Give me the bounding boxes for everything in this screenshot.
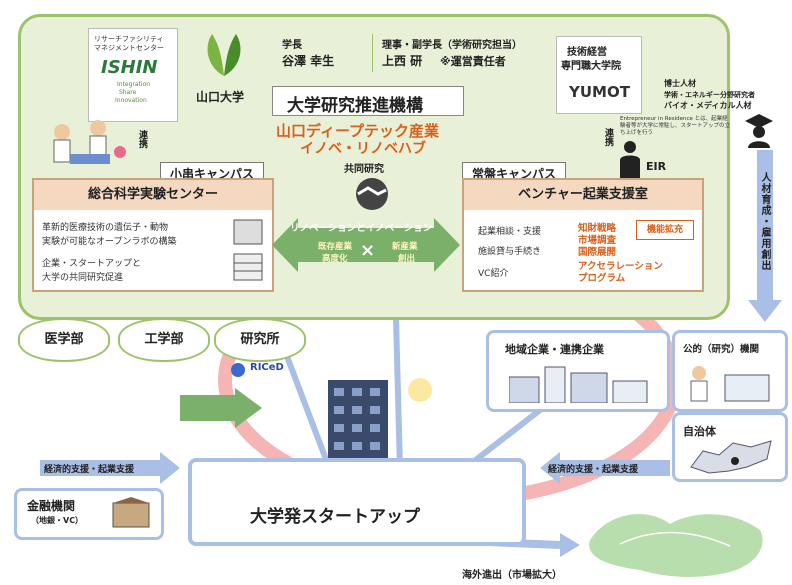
public-title: 公的（研究）機関 <box>683 344 760 355</box>
factory-icon <box>509 366 648 403</box>
ishin-title-1: リサーチファシリティ <box>94 35 164 43</box>
divider <box>372 34 373 72</box>
ishin-sub-2: Share <box>119 89 137 96</box>
eir-label: EIR <box>646 160 667 173</box>
mot-card: 技術経営 専門職大学院 YUMOT <box>556 36 642 114</box>
president-role: 学長 <box>282 40 302 51</box>
local-title: 地域企業・連携企業 <box>505 343 604 356</box>
lab-desc-1: 革新的医療技術の遺伝子・動物 <box>42 223 169 233</box>
center-title: リノベーションとイノベーション <box>290 223 433 234</box>
lab-scientists-icon <box>53 120 126 164</box>
venture-orange-2: 市場調査 <box>578 235 617 246</box>
ishin-title-2: マネジメントセンター <box>94 44 164 52</box>
renkei-right: 連携 <box>603 128 613 146</box>
center-right-2: 創出 <box>398 254 416 264</box>
public-institutions-box: 公的（研究）機関 <box>672 330 788 412</box>
arrow-overseas-head <box>560 533 580 557</box>
org-sub1: 山口ディープテック産業 <box>276 122 440 140</box>
municipal-title: 自治体 <box>683 425 716 438</box>
university-logo-icon <box>207 34 241 76</box>
lab-desc-3: 企業・スタートアップと <box>42 259 142 269</box>
sparkle-icon <box>408 378 432 402</box>
lab-title: 総合科学実験センター <box>34 180 272 210</box>
venture-item-2: 施設貸与手続き <box>478 247 542 257</box>
world-map-icon <box>589 514 763 577</box>
venture-orange-1: 知財戦略 <box>578 223 617 234</box>
eir-person-icon <box>620 141 640 180</box>
map-icon <box>690 440 772 474</box>
riced-label: RICeD <box>250 362 284 373</box>
faculty-arrow <box>180 388 262 428</box>
venture-support-box: ベンチャー起業支援室 起業相談・支援 施設貸与手続き VC紹介 知財戦略 市場調… <box>462 178 704 292</box>
org-sub2: イノベ・リノベハブ <box>300 141 426 157</box>
hr-line1: 博士人材 <box>664 79 696 88</box>
eir-desc-text: Entrepreneur in Residence とは、起業経験者等が大学に常… <box>620 116 731 136</box>
ishin-sub-3: Innovation <box>115 97 147 104</box>
venture-item-3: VC紹介 <box>478 269 509 279</box>
center-left-1: 既存産業 <box>318 242 353 252</box>
support-left-label: 経済的支援・起業支援 <box>44 465 135 475</box>
renkei-left: 連携 <box>137 130 147 148</box>
ishin-logo: ISHIN <box>101 57 158 78</box>
startup-title: 大学発スタートアップ <box>250 507 420 527</box>
vice-role: 理事・副学長（学術研究担当） <box>382 40 522 51</box>
org-title: 大学研究推進機構 <box>287 96 423 116</box>
overseas-label: 海外進出（市場拡大） <box>462 570 562 581</box>
hr-line2: 学術・エネルギー分野研究者 <box>664 91 755 99</box>
bank-icon <box>112 497 150 528</box>
venture-title: ベンチャー起業支援室 <box>464 180 702 210</box>
arrow-hr-head <box>748 300 782 322</box>
venture-orange-4: アクセラレーション <box>578 261 663 272</box>
faculty-engineering: 工学部 <box>118 318 210 362</box>
municipality-box: 自治体 <box>672 412 788 482</box>
center-left-2: 高度化 <box>322 254 348 264</box>
university-name: 山口大学 <box>196 90 245 104</box>
researcher-icon <box>690 366 770 402</box>
hr-side-label: 人材育成・雇用創出 <box>759 172 770 271</box>
faculty-medicine: 医学部 <box>18 318 110 362</box>
hr-line3: バイオ・メディカル人材 <box>664 101 752 110</box>
support-right-arrow <box>540 452 670 484</box>
lab-equipment-icon <box>233 219 263 281</box>
president-name: 谷澤 幸生 <box>282 54 335 68</box>
venture-orange-5: プログラム <box>578 273 626 284</box>
venture-orange-3: 国際展開 <box>578 247 617 258</box>
ishin-sub-1: Integration <box>117 81 151 88</box>
finance-title: 金融機関 <box>27 499 76 513</box>
lab-desc-4: 大学の共同研究促進 <box>42 273 124 283</box>
venture-item-1: 起業相談・支援 <box>478 227 542 237</box>
vice-name: 上西 研 <box>382 54 423 68</box>
startup-box: 大学発スタートアップ <box>188 458 526 546</box>
venture-badge: 機能拡充 <box>636 220 694 240</box>
graduate-icon <box>745 114 773 148</box>
eir-desc: Entrepreneur in Residence とは、起業経験者等が大学に常… <box>620 116 732 137</box>
finance-sub: （地銀・VC） <box>31 516 84 525</box>
center-right-1: 新産業 <box>392 242 418 252</box>
joint-research-label: 共同研究 <box>344 164 384 175</box>
finance-box: 金融機関 （地銀・VC） <box>14 488 164 540</box>
mot-line1: 技術経営 <box>567 47 607 58</box>
support-right-label: 経済的支援・起業支援 <box>548 465 639 475</box>
handshake-icon <box>356 178 388 210</box>
org-title-box: 大学研究推進機構 <box>272 86 464 116</box>
mot-logo: YUMOT <box>569 83 630 101</box>
vice-note: ※運営責任者 <box>440 55 506 68</box>
local-companies-box: 地域企業・連携企業 <box>486 330 670 412</box>
ishin-card: リサーチファシリティ マネジメントセンター ISHIN Integration … <box>88 28 178 122</box>
lab-center-box: 総合科学実験センター 革新的医療技術の遺伝子・動物 実験が可能なオープンラボの構… <box>32 178 274 292</box>
support-left-arrow <box>40 452 180 484</box>
mot-line2: 専門職大学院 <box>561 61 621 72</box>
center-cross: × <box>360 240 376 261</box>
lab-desc-2: 実験が可能なオープンラボの構築 <box>42 237 177 247</box>
center-double-arrow <box>272 218 460 272</box>
riced-logo-icon <box>231 363 245 377</box>
faculty-institute: 研究所 <box>214 318 306 362</box>
